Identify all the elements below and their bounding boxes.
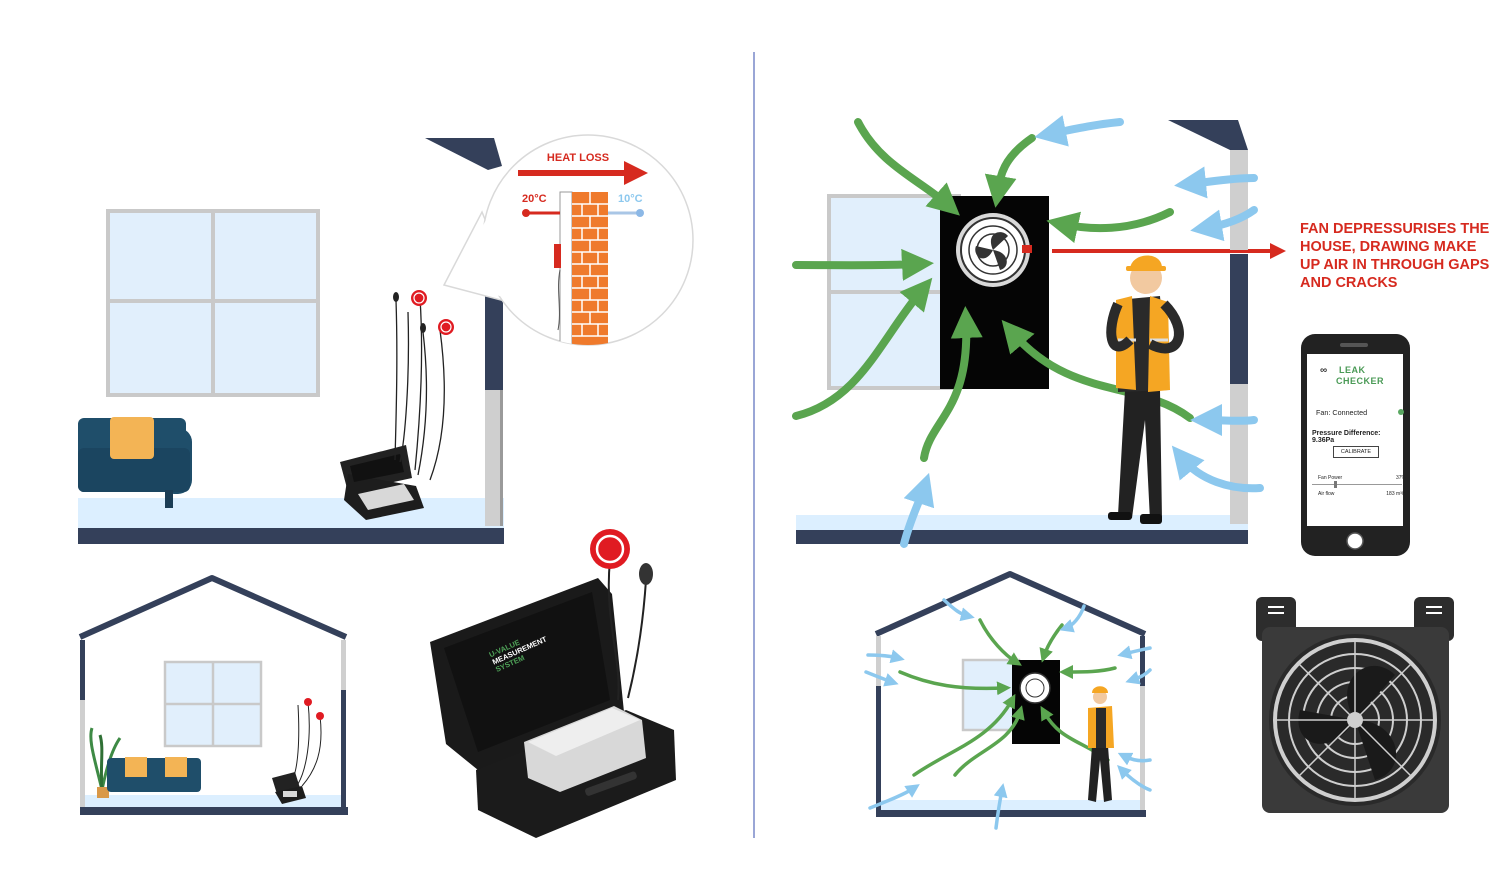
leak-checker-logo: ∞ LEAK CHECKER [1320, 365, 1384, 386]
worker [1106, 255, 1184, 524]
logo-line1: LEAK [1339, 365, 1366, 375]
uvalue-case-large [430, 529, 676, 838]
outside-temp-label: 10°C [618, 193, 643, 205]
small-house-blower [864, 571, 1152, 830]
connected-indicator [1398, 409, 1404, 415]
blower-door-scene [792, 115, 1286, 548]
airflow-row: Air flow 183 m³/h [1318, 491, 1410, 497]
fan-status-text: Fan: Connected [1316, 408, 1368, 417]
airflow-value: 183 m³/h [1386, 491, 1406, 497]
fan-status-row: Fan: Connected [1316, 408, 1408, 417]
inside-temp-label: 20°C [522, 193, 547, 205]
fan-depressurise-note: FAN DEPRESSURISES THE HOUSE, DRAWING MAK… [1300, 221, 1490, 291]
green-airflow-arrows [792, 118, 1194, 462]
small-house-uvalue [78, 575, 348, 815]
plant [89, 727, 122, 798]
logo-icon: ∞ [1320, 365, 1328, 376]
smartphone [1301, 334, 1410, 556]
heat-loss-title: HEAT LOSS [547, 152, 609, 164]
fan-power-label: Fan Power [1318, 475, 1343, 481]
uvalue-case-small [340, 445, 424, 520]
heat-loss-callout: HEAT LOSS 20°C 10°C [442, 134, 694, 346]
fan-power-slider-knob[interactable] [1334, 481, 1337, 488]
window [106, 209, 320, 397]
calibrate-button[interactable]: CALIBRATE [1333, 446, 1379, 458]
fan-power-row: Fan Power 37% [1318, 475, 1410, 481]
blue-airflow-arrows [900, 115, 1264, 548]
sensor-red-1 [411, 290, 427, 306]
sensor-red-2 [438, 319, 454, 335]
pressure-row: Pressure Difference: 9.36Pa [1312, 430, 1381, 444]
fan-power-slider[interactable] [1312, 484, 1402, 485]
airflow-label: Air flow [1318, 491, 1335, 497]
logo-line2: CHECKER [1336, 376, 1385, 386]
fan-unit [1256, 597, 1454, 813]
sofa [78, 417, 192, 508]
uvalue-room-scene [78, 138, 504, 544]
leak-checker-app-screen: ∞ LEAK CHECKER Fan: Connected Pressure D… [1310, 355, 1406, 525]
blower-fan [956, 213, 1030, 287]
heat-flux-sensors [394, 297, 445, 481]
fan-power-value: 37% [1395, 475, 1406, 481]
